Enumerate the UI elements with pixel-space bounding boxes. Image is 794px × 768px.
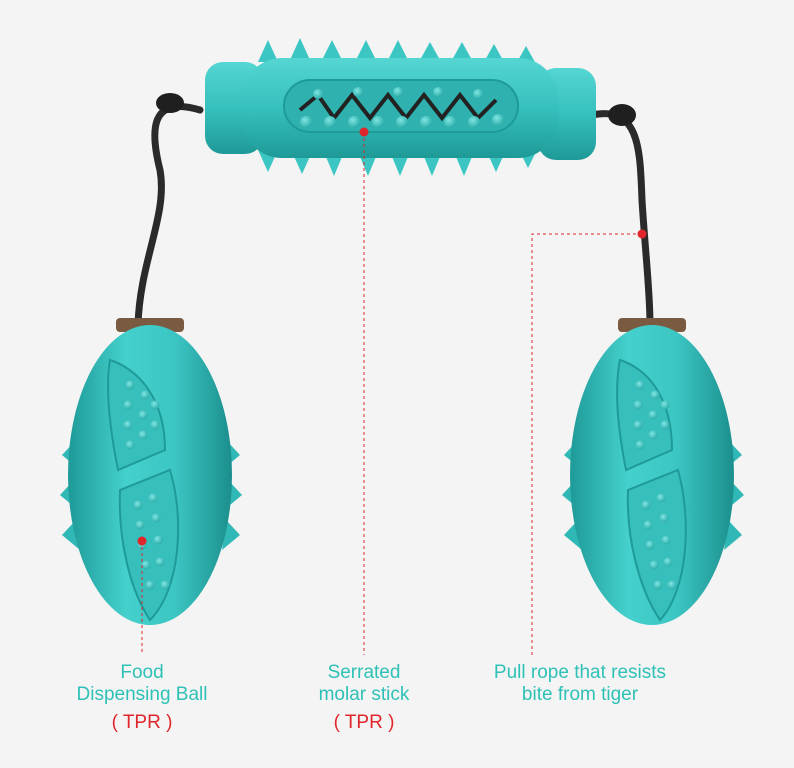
food-ball-material: ( TPR ) [111,712,173,733]
callout-molar-stick [359,127,369,655]
molar-stick-material: ( TPR ) [333,712,395,733]
molar-stick [205,38,596,176]
pull-rope-label-line2: bite from tiger [521,684,639,705]
marker-dot [359,127,369,137]
food-ball-label-line2: Dispensing Ball [76,684,208,705]
molar-stick-label: Serrated molar stick [264,662,464,706]
food-ball-label-line1: Food [120,662,164,683]
food-dispensing-ball-right [562,318,744,625]
marker-dot [137,536,147,546]
food-ball-label: Food Dispensing Ball [42,662,242,706]
molar-stick-label-line2: molar stick [318,684,410,705]
callout-food-ball [137,536,147,655]
pull-rope-label: Pull rope that resists bite from tiger [450,662,710,706]
marker-dot [637,229,647,239]
pull-rope-label-line1: Pull rope that resists [493,662,667,683]
molar-stick-label-line1: Serrated [327,662,401,683]
callout-pull-rope [531,229,647,655]
food-dispensing-ball-left [60,318,242,625]
pull-rope [134,93,654,329]
